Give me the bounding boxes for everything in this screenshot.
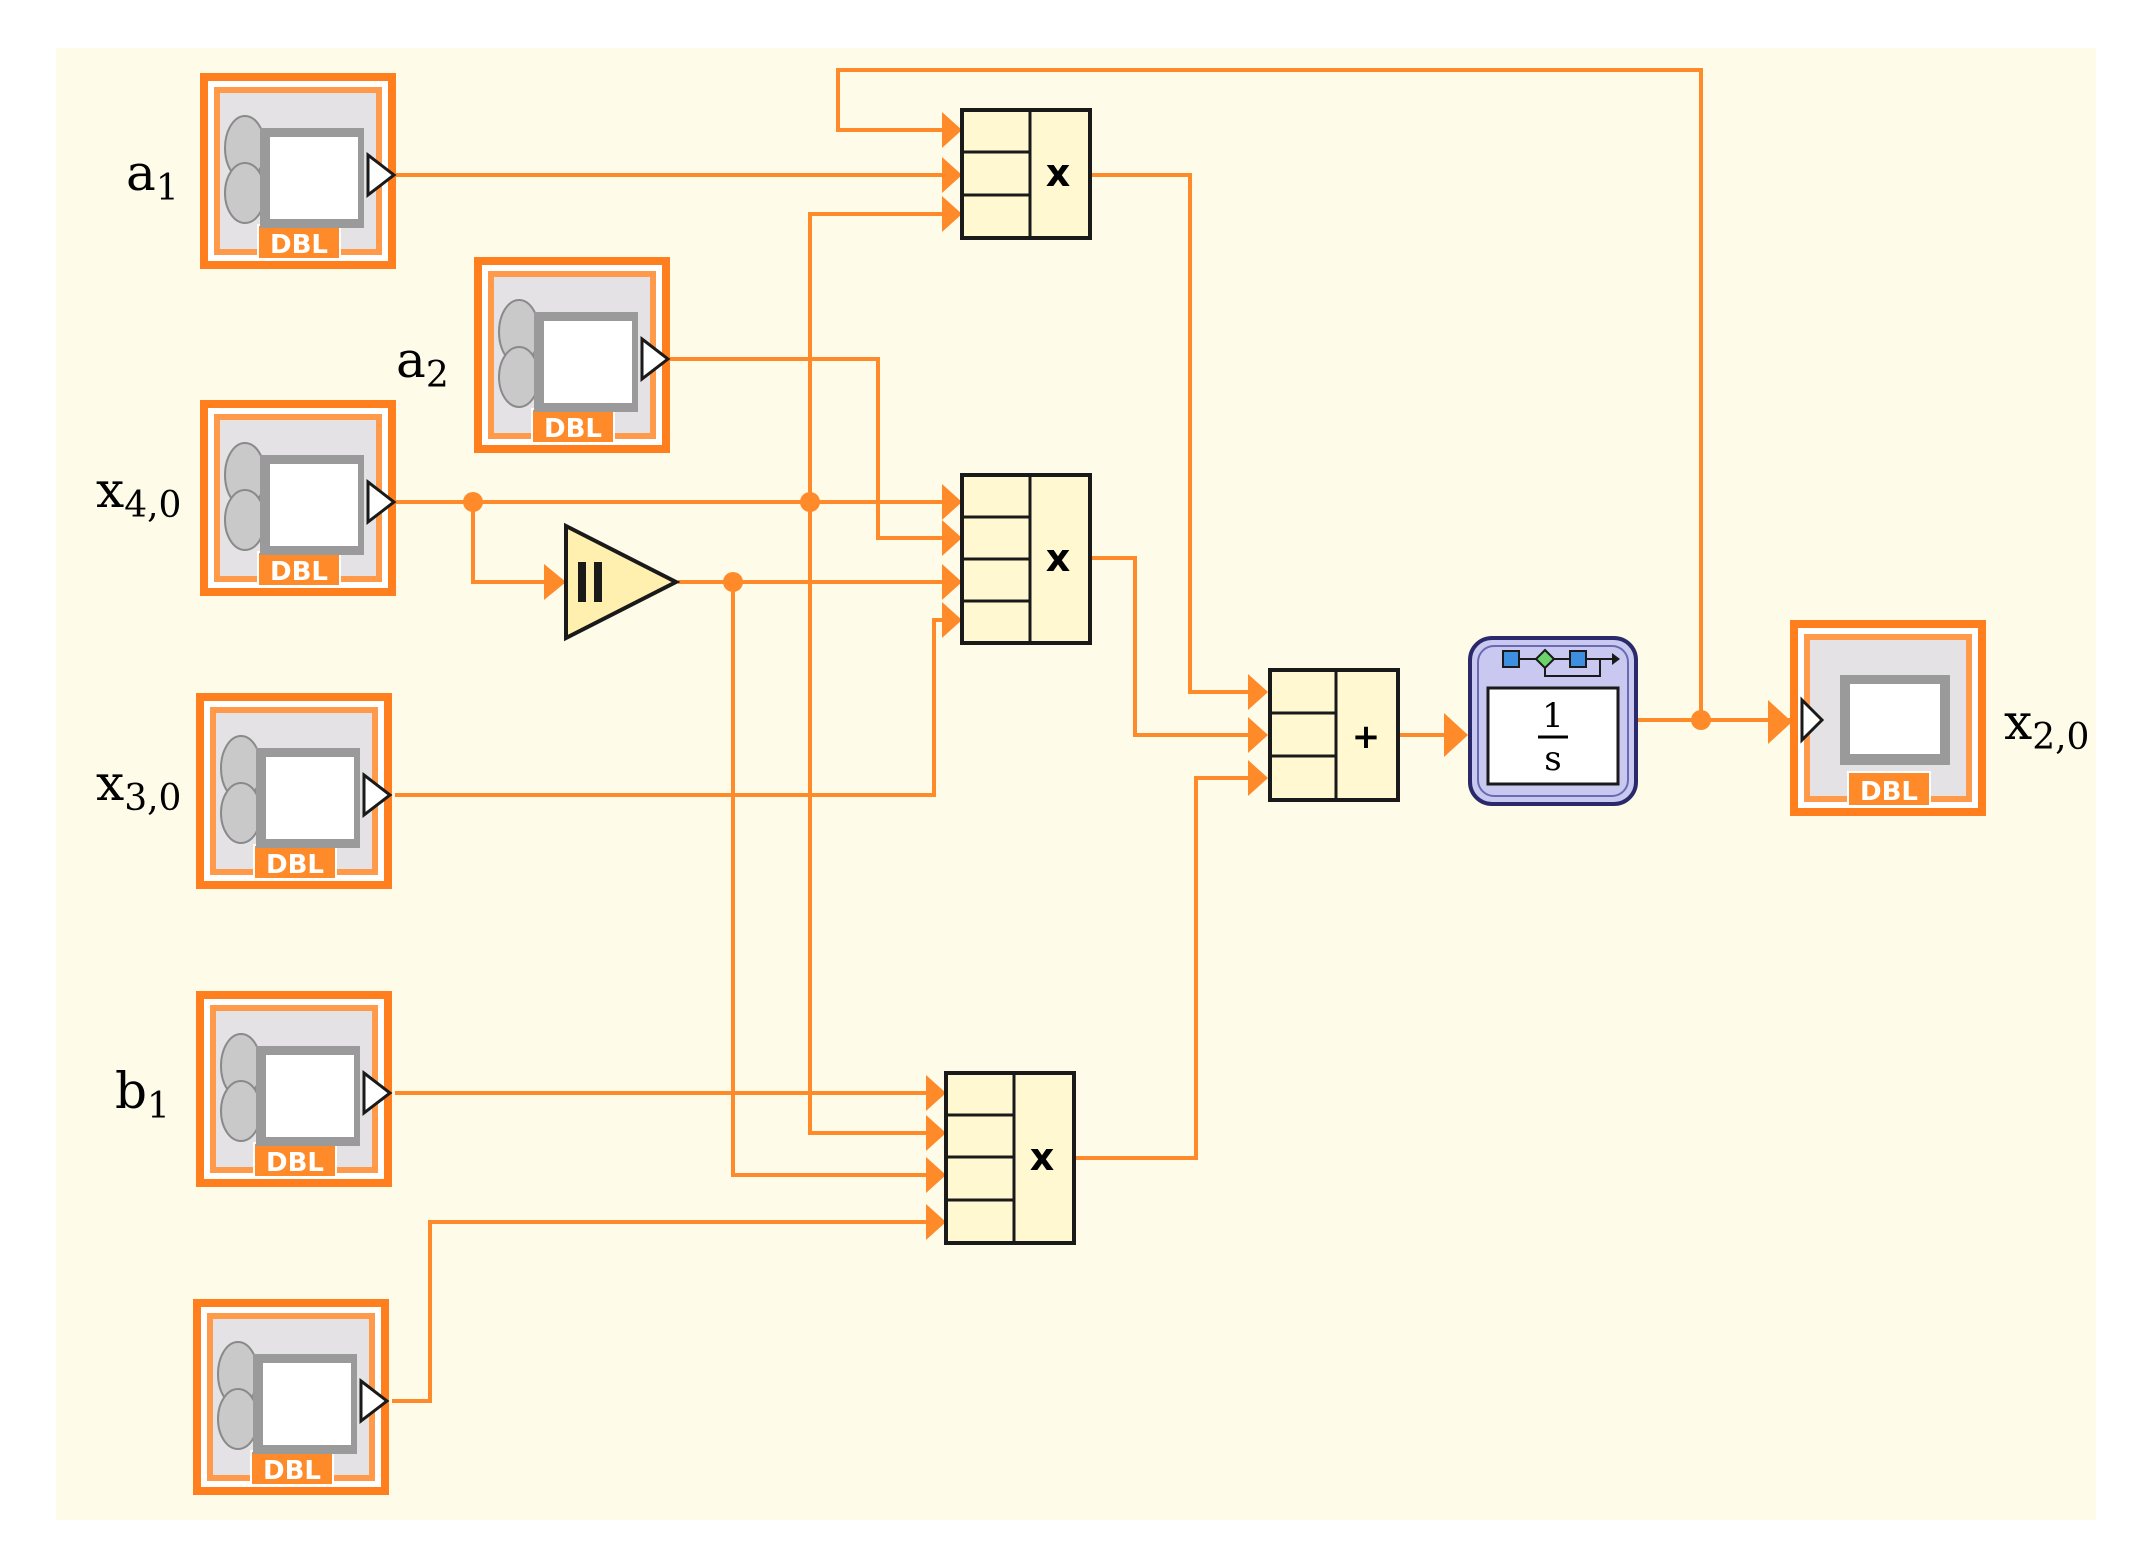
arrow-mult3-in2 [926,1115,946,1151]
label-a2: a2 [396,331,449,396]
junctions [463,492,1711,730]
junction-square-out [723,572,743,592]
arrow-mult2-in2 [942,520,962,556]
dbl-tag: DBL [266,1148,324,1178]
square-function-node[interactable] [564,522,681,642]
arrow-integrator-in [1444,713,1468,757]
label-x20: x2,0 [2004,693,2090,758]
arrow-mult2-in1 [942,484,962,520]
multiply-node-2[interactable]: x [960,473,1092,645]
wire-a2 [668,357,958,540]
wire-x40-trunk [808,212,958,502]
multiply-node-3[interactable]: x [944,1071,1076,1245]
numeric-control-icon [224,115,397,228]
arrow-mult2-in3 [942,564,962,600]
arrow-add-in2 [1248,717,1268,753]
label-x30: x3,0 [96,754,182,819]
indicator-x20[interactable]: DBL [1790,620,1986,816]
numeric-control-icon [220,735,393,848]
numeric-control-icon [220,1033,393,1146]
dbl-tag: DBL [270,557,328,587]
square-function-icon [564,522,681,642]
control-x40[interactable]: DBL [200,400,397,596]
add-node[interactable]: + [1268,668,1400,802]
junction-x40-trunk [800,492,820,512]
multiply-symbol: x [1030,1135,1055,1179]
dbl-tag: DBL [270,230,328,260]
dbl-tag: DBL [544,414,602,444]
arrow-mult2-in4 [942,602,962,638]
input-arrows [544,112,1792,1240]
add-symbol: + [1352,717,1381,757]
numeric-control-icon [224,442,397,555]
junction-x20-out [1691,710,1711,730]
wire-mult2-out [1090,556,1263,737]
arrow-mult3-in1 [926,1075,946,1111]
multiply-symbol: x [1046,151,1071,195]
wire-square-down [731,582,942,1177]
numeric-control-icon [498,299,671,412]
control-a1[interactable]: DBL [200,73,397,269]
diagram-background [56,48,2096,1520]
arrow-square-in [544,564,566,600]
numeric-indicator-icon [1800,675,1950,765]
control-b1[interactable]: DBL [196,991,393,1187]
control-bottom[interactable]: DBL [193,1299,390,1495]
arrow-add-in1 [1248,674,1268,710]
multiply-node-1[interactable]: x [960,108,1092,240]
integrator-node[interactable]: 1 s [1468,636,1638,806]
dbl-tag: DBL [263,1456,321,1486]
arrow-indicator-in [1768,700,1792,744]
dbl-tag: DBL [1860,777,1918,807]
numeric-control-icon [217,1341,390,1454]
integrator-denominator: s [1544,739,1561,779]
arrow-mult3-in3 [926,1157,946,1193]
dbl-tag: DBL [266,850,324,880]
integrator-icon [1502,648,1620,677]
arrow-mult3-in4 [926,1204,946,1240]
label-a1: a1 [126,144,179,209]
wire-x40-trunk-down [808,502,958,1135]
control-x30[interactable]: DBL [196,693,393,889]
wire-feedback-x20 [836,68,1703,720]
wire-bottom-control [392,1220,942,1403]
wire-mult1-out [1090,173,1263,694]
arrow-mult1-in3 [942,196,962,232]
wire-x40-to-square [471,502,566,584]
junction-x40 [463,492,483,512]
arrow-add-in3 [1248,760,1268,796]
label-b1: b1 [115,1062,170,1127]
arrow-mult1-in2 [942,157,962,193]
multiply-symbol: x [1046,536,1071,580]
integrator-numerator: 1 [1542,696,1564,736]
control-a2[interactable]: DBL [474,257,671,453]
arrow-mult1-in1 [942,112,962,148]
wire-mult3-out [1073,776,1263,1160]
label-x40: x4,0 [96,461,182,526]
